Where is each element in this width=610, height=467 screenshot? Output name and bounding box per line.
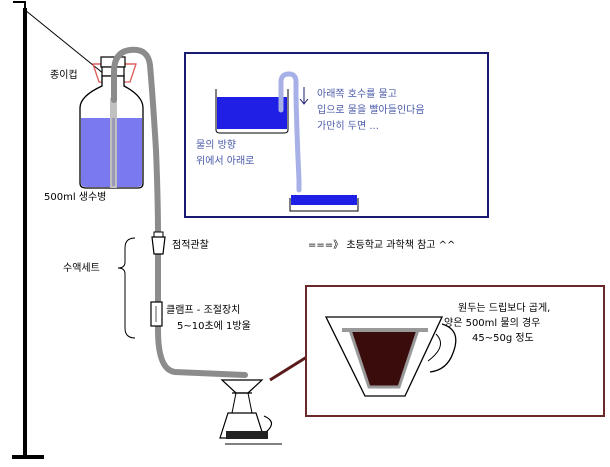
roller-clamp-icon [150,301,163,327]
siphon-note-line: 입으로 물을 빨아들인다음 [317,105,425,116]
dripper-stand [219,379,282,445]
water-bottle [79,56,144,189]
paper-cup-label: 종이컵 [50,70,78,81]
iv-set-label: 수액세트 [63,263,100,274]
flow-direction-label: 위에서 아래로 [196,156,255,167]
drip-watch-label: 점적관찰 [172,240,209,251]
iv-stand [12,1,105,459]
clamp-rate-label: 5~10초에 1방울 [177,321,251,332]
iv-set-brace [117,237,136,339]
bean-note-line: 45~50g 정도 [472,333,534,344]
siphon-note-line: 아래쪽 호수를 물고 [317,89,397,100]
arrow-down-icon [299,87,309,105]
bean-note-line: 양은 500ml 물의 경우 [444,318,541,329]
siphon-note-line: 가만히 두면 ... [317,121,379,132]
iv-tube [111,46,248,378]
coffee-panel [305,285,605,417]
clamp-label: 클램프 - 조절장치 [166,305,241,316]
reference-label: ===》 초등학교 과학책 참고 ^^ [308,240,456,251]
siphon-panel [184,52,489,218]
bottle-label: 500ml 생수병 [44,192,107,203]
flow-direction-label: 물의 방향 [196,140,236,151]
drip-chamber-icon [151,231,166,255]
bean-note-line: 원두는 드립보다 곱게, [458,303,551,314]
